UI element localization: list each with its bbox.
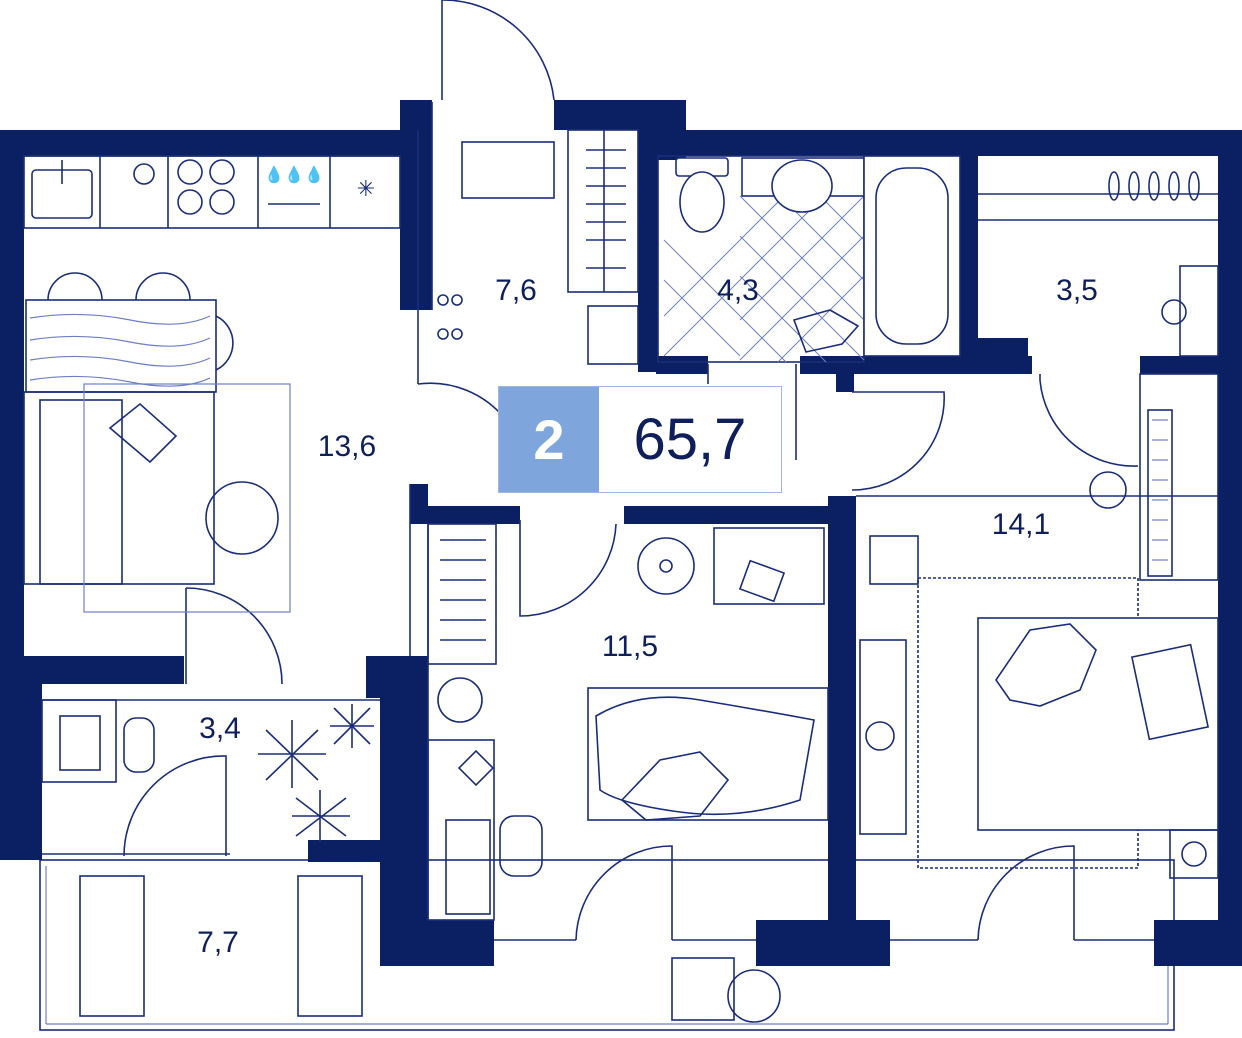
balcony-furniture — [79, 875, 781, 1023]
bathroom-fixtures — [657, 155, 961, 363]
child-room-furniture — [427, 523, 829, 921]
area-kitchen-living: 13,6 — [318, 430, 376, 463]
area-labels: 7,6 4,3 3,5 13,6 14,1 11,5 3,4 7,7 — [197, 274, 1098, 959]
kitchen-furniture: 💧💧💧 ✳ — [23, 155, 401, 613]
dining-table — [25, 299, 217, 393]
area-bedroom-child: 11,5 — [602, 630, 658, 663]
area-bathroom: 4,3 — [717, 274, 759, 307]
doors — [123, 0, 1139, 941]
palm-plant — [258, 704, 374, 842]
area-balcony: 7,7 — [197, 926, 239, 959]
double-bed — [977, 617, 1219, 831]
room-count: 2 — [499, 387, 599, 492]
apartment-summary-badge: 2 65,7 — [498, 386, 782, 493]
area-wardrobe: 3,5 — [1056, 274, 1098, 307]
hallway-furniture — [437, 129, 639, 365]
area-study-nook: 3,4 — [199, 712, 241, 745]
svg-text:💧💧💧: 💧💧💧 — [264, 165, 324, 184]
svg-text:✳: ✳ — [357, 177, 375, 202]
total-area: 65,7 — [633, 407, 747, 472]
walls — [0, 100, 1242, 966]
wardrobe-fixtures — [978, 171, 1219, 357]
study-nook-furniture — [41, 699, 374, 842]
single-bed — [587, 687, 829, 821]
area-hallway: 7,6 — [495, 274, 537, 307]
bedroom-furniture — [859, 373, 1219, 879]
area-bedroom-master: 14,1 — [992, 508, 1050, 541]
laptop-icon — [59, 715, 101, 771]
